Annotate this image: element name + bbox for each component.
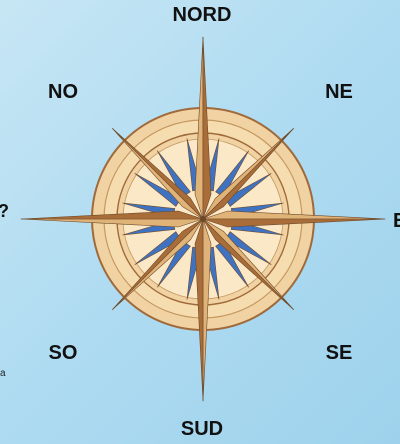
stray-text: a [0,368,6,379]
label-west-clipped: ? [0,201,9,222]
label-southeast: SE [326,342,353,365]
center-pin [200,216,206,222]
label-southwest: SO [49,342,78,365]
label-south: SUD [181,418,223,441]
label-east-clipped: E [393,210,400,233]
label-north: NORD [173,4,232,27]
label-northwest: NO [48,81,78,104]
label-northeast: NE [325,81,353,104]
